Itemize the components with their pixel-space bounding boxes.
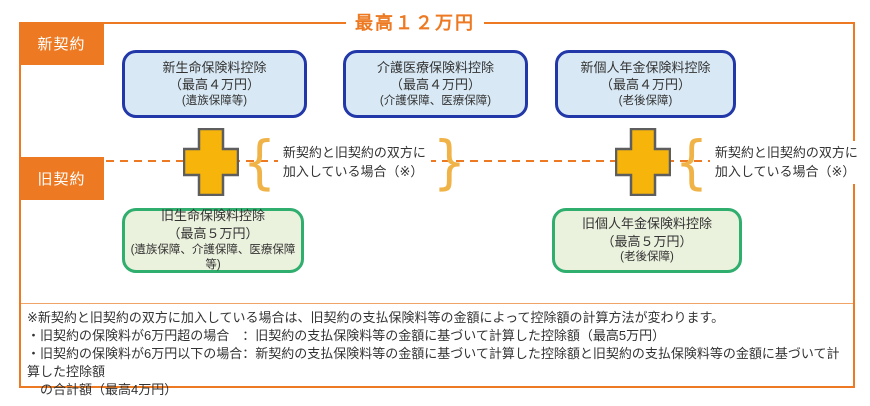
brace-close-icon: }	[432, 128, 466, 196]
old-contract-label: 旧契約	[19, 157, 104, 200]
deduction-name: 新個人年金保険料控除	[580, 59, 711, 75]
note-text: 新契約と旧契約の双方に 加入している場合（※）	[277, 140, 431, 184]
new-pension-deduction-box: 新個人年金保険料控除 （最高４万円） (老後保障)	[555, 50, 736, 118]
note-line-1: 新契約と旧契約の双方に	[282, 144, 426, 160]
brace-open-icon: {	[242, 128, 277, 196]
footnote-line: ・旧契約の保険料が6万円超の場合 ：旧契約の支払保険料等の金額に基づいて計算した…	[27, 328, 666, 343]
deduction-coverage: (老後保障)	[618, 94, 673, 107]
both-contracts-note: { 新契約と旧契約の双方に 加入している場合（※） }	[673, 130, 870, 194]
new-life-deduction-box: 新生命保険料控除 （最高４万円） (遺族保障等)	[122, 50, 307, 118]
note-line-1: 新契約と旧契約の双方に	[714, 144, 858, 160]
note-line-2: 加入している場合（※）	[282, 164, 424, 179]
deduction-coverage: (遺族保障、介護保障、医療保障等)	[130, 243, 296, 272]
old-pension-deduction-box: 旧個人年金保険料控除 （最高５万円） (老後保障)	[552, 208, 742, 273]
new-contract-label: 新契約	[19, 22, 104, 65]
footnote-line: ※新契約と旧契約の双方に加入している場合は、旧契約の支払保険料等の金額によって控…	[27, 310, 725, 325]
deduction-coverage: (遺族保障等)	[181, 94, 248, 107]
footnote-separator-line	[21, 303, 853, 304]
old-life-deduction-box: 旧生命保険料控除 （最高５万円） (遺族保障、介護保障、医療保障等)	[122, 208, 304, 273]
plus-icon	[183, 128, 239, 196]
plus-icon	[615, 128, 671, 196]
deduction-name: 旧生命保険料控除	[160, 208, 265, 224]
max-total-label: 最高１２万円	[346, 9, 484, 35]
deduction-max: （最高５万円）	[167, 225, 259, 241]
deduction-coverage: (介護保障、医療保障)	[379, 94, 492, 107]
deduction-max: （最高４万円）	[389, 77, 481, 93]
deduction-max: （最高５万円）	[601, 233, 693, 249]
max-total-text: 最高１２万円	[355, 13, 475, 33]
footnote-line: ・旧契約の保険料が6万円以下の場合：新契約の支払保険料等の金額に基づいて計算した…	[27, 346, 840, 379]
deduction-max: （最高４万円）	[168, 77, 260, 93]
dashed-divider	[22, 160, 853, 162]
care-medical-deduction-box: 介護医療保険料控除 （最高４万円） (介護保障、医療保障)	[343, 50, 528, 118]
brace-close-icon: }	[865, 133, 870, 191]
brace-open-icon: {	[674, 128, 709, 196]
deduction-max: （最高４万円）	[599, 77, 691, 93]
both-contracts-note: { 新契約と旧契約の双方に 加入している場合（※） }	[241, 130, 468, 194]
deduction-name: 介護医療保険料控除	[376, 59, 494, 75]
deduction-name: 旧個人年金保険料控除	[581, 216, 712, 232]
footnote-section: ※新契約と旧契約の双方に加入している場合は、旧契約の支払保険料等の金額によって控…	[27, 309, 847, 399]
deduction-coverage: (老後保障)	[620, 251, 674, 264]
deduction-name: 新生命保険料控除	[162, 59, 267, 75]
footnote-line: の合計額（最高4万円）	[40, 382, 178, 397]
note-text: 新契約と旧契約の双方に 加入している場合（※）	[709, 140, 863, 184]
note-line-2: 加入している場合（※）	[714, 164, 856, 179]
